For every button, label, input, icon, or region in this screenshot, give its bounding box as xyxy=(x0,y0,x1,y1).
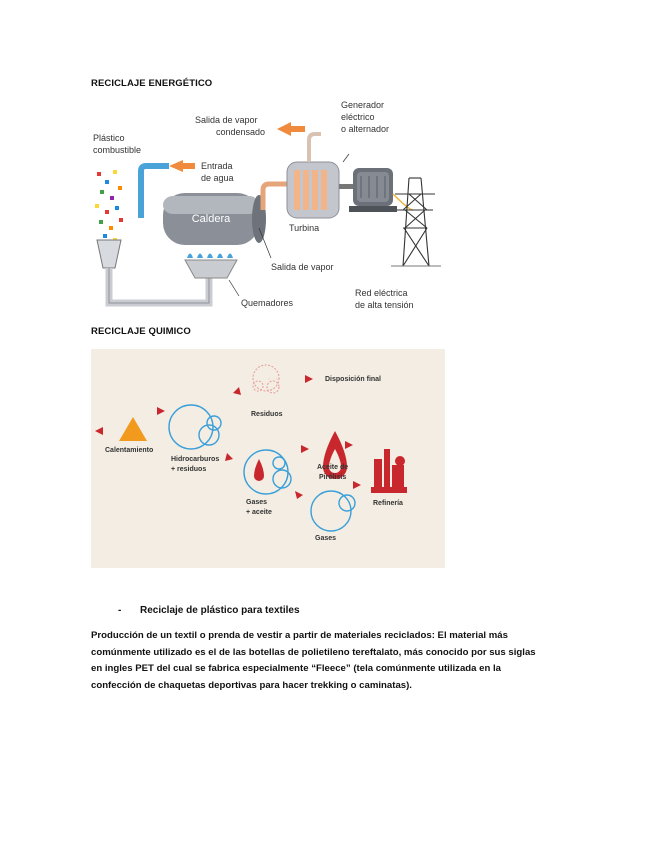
burner-flames-icon xyxy=(184,253,238,279)
label-plastico: Plástico xyxy=(93,133,125,143)
label-hidrocarburos: Hidrocarburos xyxy=(171,456,219,463)
label-mas-residuos: + residuos xyxy=(171,466,206,473)
paragraph-line: confección de chaquetas deportivas para … xyxy=(91,679,412,691)
label-combustible: combustible xyxy=(93,145,141,155)
paragraph-line: Producción de un textil o prenda de vest… xyxy=(91,630,508,641)
body-paragraph: Producción de un textil o prenda de vest… xyxy=(91,628,561,694)
bullet-reciclaje-textiles: - Reciclaje de plástico para textiles xyxy=(118,605,300,616)
label-gases-1: Gases xyxy=(246,499,267,506)
label-salida-vapor: Salida de vapor xyxy=(271,262,334,272)
label-de-agua: de agua xyxy=(201,173,234,183)
arrow-left-icon xyxy=(277,122,291,136)
turbine-icon xyxy=(286,132,340,219)
bullet-dash: - xyxy=(118,605,122,616)
label-disposicion-final: Disposición final xyxy=(325,376,381,383)
label-calentamiento: Calentamiento xyxy=(105,447,153,454)
residues-circles-icon xyxy=(252,364,280,394)
arrow-down-right-icon xyxy=(295,491,303,499)
label-pirolisis: Pirólisis xyxy=(319,474,346,481)
chemical-recycling-diagram: Calentamiento Residuos Disposición final… xyxy=(91,349,445,568)
label-electrico: eléctrico xyxy=(341,112,375,122)
power-pylon-icon xyxy=(391,177,441,267)
label-refineria: Refinería xyxy=(373,500,403,507)
plastic-pellets-icon xyxy=(95,170,123,242)
arrow-left-icon xyxy=(169,160,183,172)
arrow-right-icon xyxy=(353,481,361,489)
paragraph-line: en ingles PET del cual se fabrica especi… xyxy=(91,663,502,674)
label-generador: Generador xyxy=(341,100,384,110)
gas-circles-icon xyxy=(310,490,356,532)
arrow-right-icon xyxy=(345,441,353,449)
heating-triangle-icon xyxy=(119,417,147,441)
hydrocarbon-circles-icon xyxy=(168,404,222,450)
label-salida-vapor-condensado-1: Salida de vapor xyxy=(195,115,258,125)
label-salida-vapor-condensado-2: condensado xyxy=(216,127,265,137)
label-mas-aceite: + aceite xyxy=(246,509,272,516)
energy-recycling-diagram: Plástico combustible Entrada de agua Sal… xyxy=(91,98,451,318)
heading-reciclaje-energetico: RECICLAJE ENERGÉTICO xyxy=(91,78,213,89)
label-red-electrica: Red eléctrica xyxy=(355,288,408,298)
label-caldera: Caldera xyxy=(192,213,231,225)
paragraph-line: comúnmente utilizado es el de las botell… xyxy=(91,646,536,658)
label-aceite-de: Aceite de xyxy=(317,464,348,471)
label-quemadores: Quemadores xyxy=(241,298,294,308)
arrow-right-icon xyxy=(95,427,103,435)
hopper-icon xyxy=(96,239,122,269)
oil-drop-icon xyxy=(254,459,264,481)
label-turbina: Turbina xyxy=(289,223,319,233)
bullet-text: Reciclaje de plástico para textiles xyxy=(140,605,300,616)
label-entrada: Entrada xyxy=(201,161,233,171)
heading-reciclaje-quimico: RECICLAJE QUIMICO xyxy=(91,326,191,337)
arrow-right-icon xyxy=(305,375,313,383)
arrow-right-icon xyxy=(301,445,309,453)
label-residuos: Residuos xyxy=(251,411,283,418)
label-alternador: o alternador xyxy=(341,124,389,134)
refinery-icon xyxy=(371,449,407,493)
gas-oil-circles-icon xyxy=(243,449,292,495)
arrow-down-right-icon xyxy=(225,453,233,461)
generator-icon xyxy=(349,168,397,212)
label-gases-2: Gases xyxy=(315,535,336,542)
label-alta-tension: de alta tensión xyxy=(355,300,414,310)
arrow-right-icon xyxy=(157,407,165,415)
arrow-up-right-icon xyxy=(233,387,241,395)
boiler-icon xyxy=(163,193,266,245)
